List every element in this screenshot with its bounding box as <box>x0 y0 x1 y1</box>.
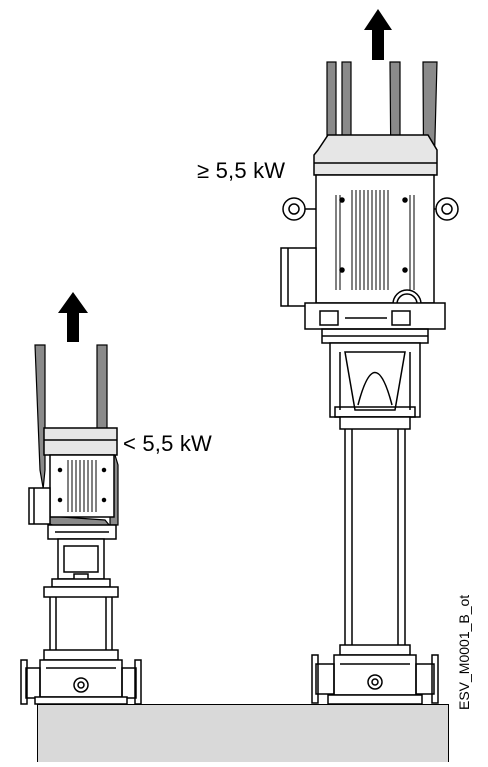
small-motor-body <box>49 454 115 518</box>
small-pump-power-label: < 5,5 kW <box>123 431 213 456</box>
small-terminal-box <box>28 487 51 525</box>
large-motor-cover <box>313 134 438 176</box>
small-lift-arrow-icon <box>58 292 88 342</box>
large-eye-bolt-left <box>282 197 306 221</box>
large-terminal-box <box>280 247 317 307</box>
small-stage-casing <box>43 586 119 598</box>
small-pump <box>20 292 142 705</box>
large-motor-body <box>315 174 435 304</box>
large-eye-bolt-right <box>435 197 459 221</box>
floor-surface <box>37 704 449 762</box>
large-pump-power-label: ≥ 5,5 kW <box>197 158 286 183</box>
large-stage-casing <box>339 416 411 430</box>
document-code: ESV_M0001_B_ot <box>456 594 472 710</box>
small-motor-cover <box>43 427 118 456</box>
small-lantern <box>57 538 105 580</box>
large-lantern <box>329 342 421 418</box>
large-pump <box>280 9 459 705</box>
large-lift-arrow-icon <box>364 9 392 60</box>
